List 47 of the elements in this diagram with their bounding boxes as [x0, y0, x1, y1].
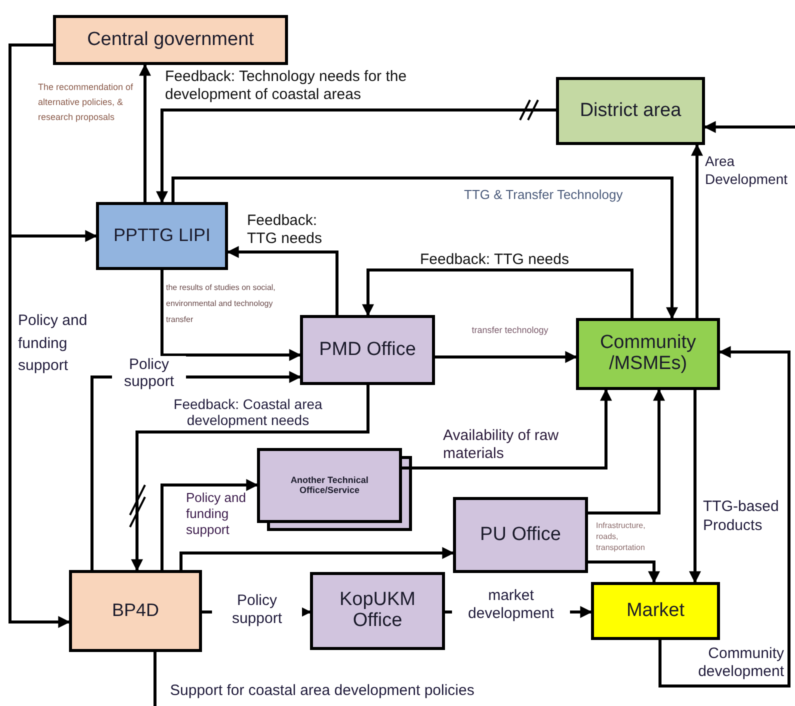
- edge-label: TTG-based Products: [703, 497, 780, 535]
- arrow: [588, 388, 665, 514]
- process-box: PU Office: [453, 497, 588, 573]
- process-box: Another Technical Office/Service: [257, 448, 402, 523]
- process-box: PMD Office: [300, 315, 435, 385]
- process-box: PPTTG LIPI: [96, 202, 228, 270]
- process-box: Central government: [53, 15, 288, 65]
- arrow: [435, 351, 578, 363]
- process-box: KopUKM Office: [310, 572, 445, 650]
- arrow: [689, 390, 701, 584]
- edge-label: Area Development: [705, 152, 788, 188]
- process-box: Market: [591, 582, 720, 640]
- arrow: [172, 176, 678, 320]
- edge-label: The recommendation of alternative policies, & research proposals: [38, 81, 134, 124]
- edge-label: Policy support: [112, 356, 186, 390]
- process-box: BP4D: [69, 570, 202, 652]
- arrow: [691, 144, 703, 318]
- edge-label: market development: [452, 587, 570, 623]
- edge-label: Feedback: TTG needs: [420, 250, 570, 270]
- arrow: [8, 44, 70, 628]
- arrow: [160, 479, 258, 570]
- edge-label: Feedback: Coastal area development needs: [172, 396, 324, 428]
- edge-label: Feedback: TTG needs: [247, 212, 324, 248]
- arrow: [156, 108, 556, 204]
- arrow: [588, 560, 660, 584]
- process-box: Community /MSMEs): [576, 318, 720, 390]
- edge-label: Policy and funding support: [18, 311, 88, 376]
- arrow: [704, 121, 795, 133]
- process-box: District area: [556, 77, 705, 145]
- arrow: [180, 547, 454, 570]
- arrow: [226, 246, 338, 315]
- edge-label: Support for coastal area development policies: [170, 681, 476, 701]
- edge-label: the results of studies on social, environmental and technology transfer: [166, 282, 276, 326]
- arrow: [139, 64, 151, 202]
- edge-label: Policy support: [212, 592, 302, 628]
- edge-label: Policy and funding support: [186, 490, 247, 538]
- arrow: [131, 385, 370, 572]
- edge-label: Community development: [697, 645, 784, 681]
- edge-label: Availability of raw materials: [443, 427, 560, 463]
- arrow: [362, 268, 634, 318]
- edge-label: Feedback: Technology needs for the development of coastal areas: [165, 68, 408, 104]
- arrow: [658, 346, 790, 688]
- edge-label: transfer technology: [470, 324, 550, 337]
- arrow: [160, 270, 302, 361]
- edge-label: TTG & Transfer Technology: [464, 186, 624, 204]
- edge-label: Infrastructure, roads, transportation: [596, 520, 646, 553]
- arrow: [402, 388, 612, 470]
